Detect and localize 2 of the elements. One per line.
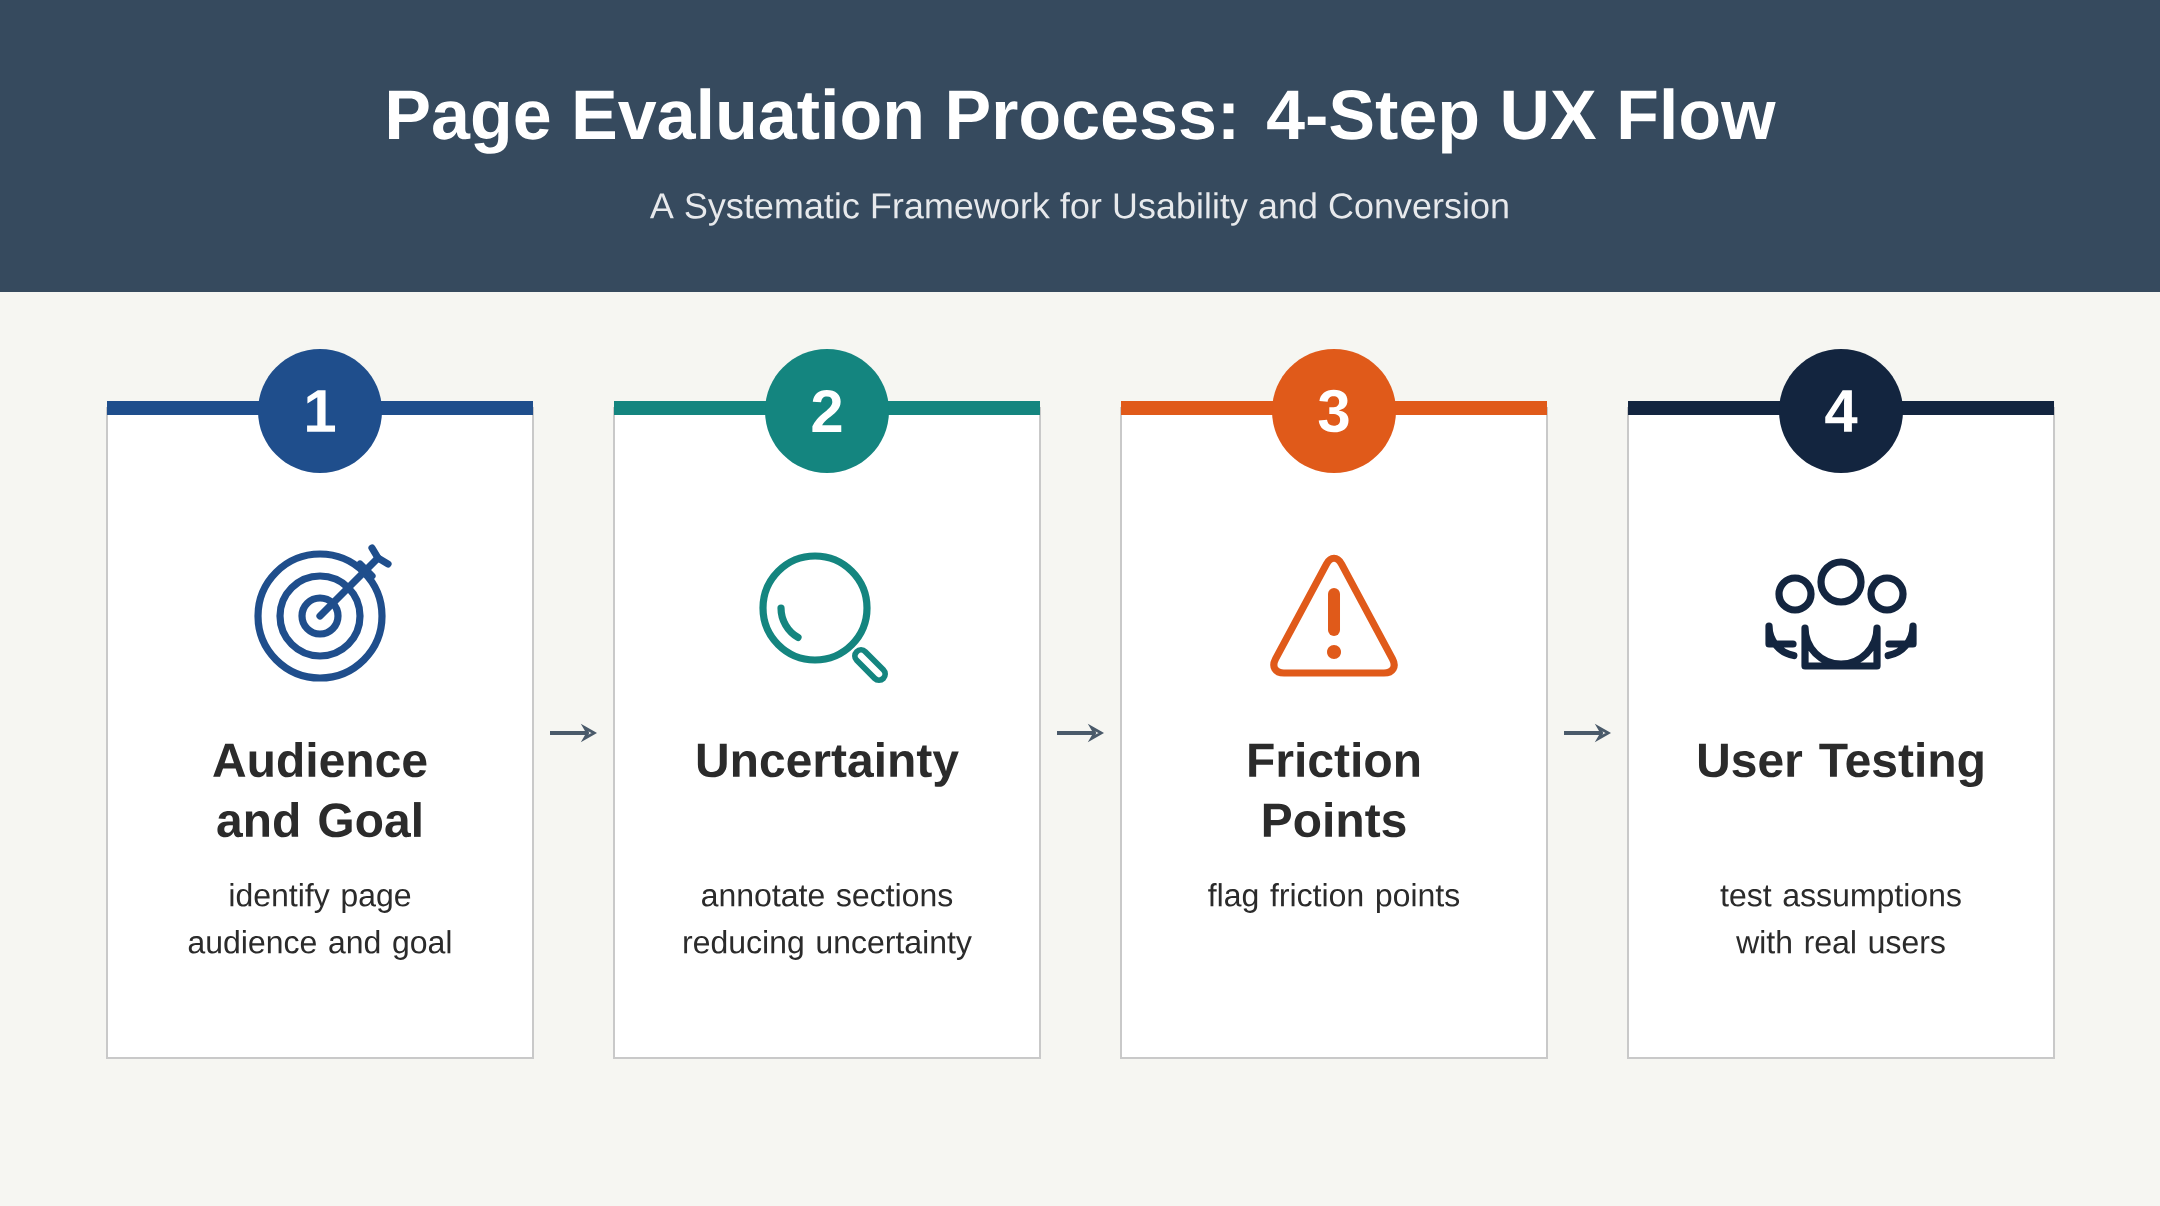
subtitle: A Systematic Framework for Usability and Conversion [649, 192, 1508, 226]
title: Page Evaluation Process: 4-Step UX Flow [389, 88, 1776, 154]
